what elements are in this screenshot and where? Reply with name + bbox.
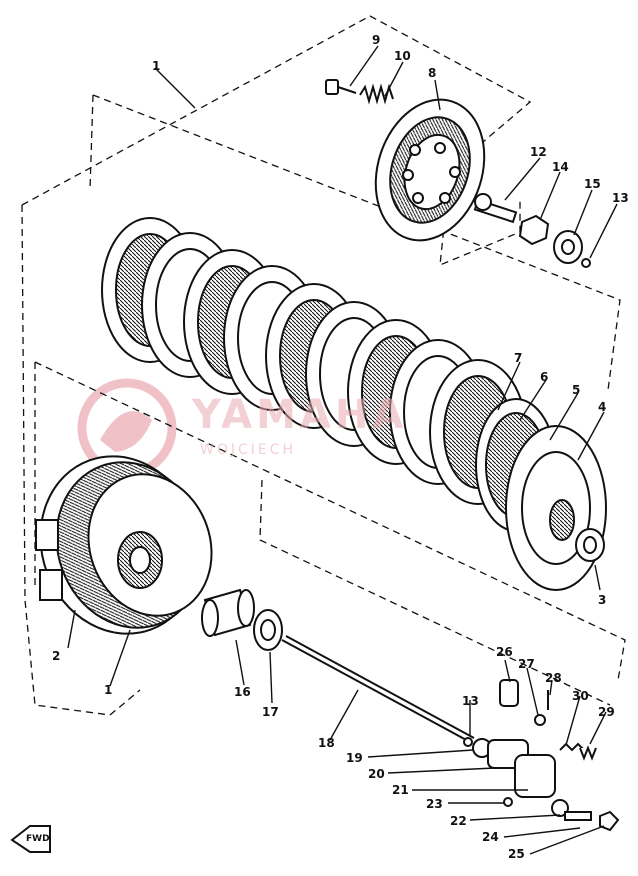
part-label-14: 14 [552, 160, 569, 174]
part-label-12: 12 [530, 145, 547, 159]
forward-arrow-icon [10, 825, 51, 853]
pressure-plate [374, 98, 486, 242]
part-label-13-bottom: 13 [462, 694, 479, 708]
part-label-11: 1 [104, 683, 113, 697]
part-label-30: 30 [572, 689, 589, 703]
part-label-29: 29 [598, 705, 615, 719]
part-label-21: 21 [392, 783, 409, 797]
forward-marker-label: FWD [26, 834, 50, 844]
part-label-3: 3 [598, 593, 607, 607]
part-label-7: 7 [514, 351, 523, 365]
part-label-28: 28 [545, 671, 562, 685]
spacer-and-washer [201, 588, 283, 651]
part-label-16: 16 [234, 685, 251, 699]
clutch-boss [505, 425, 607, 591]
part-label-15: 15 [584, 177, 601, 191]
part-label-2: 2 [52, 649, 61, 663]
part-label-25: 25 [508, 847, 525, 861]
watermark-brand: YAMAHA [192, 392, 408, 438]
clutch-housing [35, 455, 213, 635]
bolt-and-spring [325, 79, 394, 105]
push-rod-long [281, 635, 475, 747]
part-label-22: 22 [450, 814, 467, 828]
part-label-1: 1 [152, 59, 161, 73]
part-label-19: 19 [346, 751, 363, 765]
part-label-4: 4 [598, 400, 607, 414]
part-label-24: 24 [482, 830, 499, 844]
part-label-17: 17 [262, 705, 279, 719]
part-label-10: 10 [394, 49, 411, 63]
clutch-release-mechanism [472, 679, 620, 832]
part-label-6: 6 [540, 370, 549, 384]
push-rod-and-nut [473, 193, 591, 268]
part-label-23: 23 [426, 797, 443, 811]
part-label-9: 9 [372, 33, 381, 47]
part-label-13-top: 13 [612, 191, 629, 205]
part-label-18: 18 [318, 736, 335, 750]
watermark-sub: WOJCIECH [200, 442, 297, 458]
part-label-20: 20 [368, 767, 385, 781]
leader-lines [67, 45, 618, 855]
part-label-26: 26 [496, 645, 513, 659]
part-label-8: 8 [428, 66, 437, 80]
part-label-5: 5 [572, 383, 581, 397]
assembly-boundary-lines [21, 15, 626, 716]
part-label-27: 27 [518, 657, 535, 671]
